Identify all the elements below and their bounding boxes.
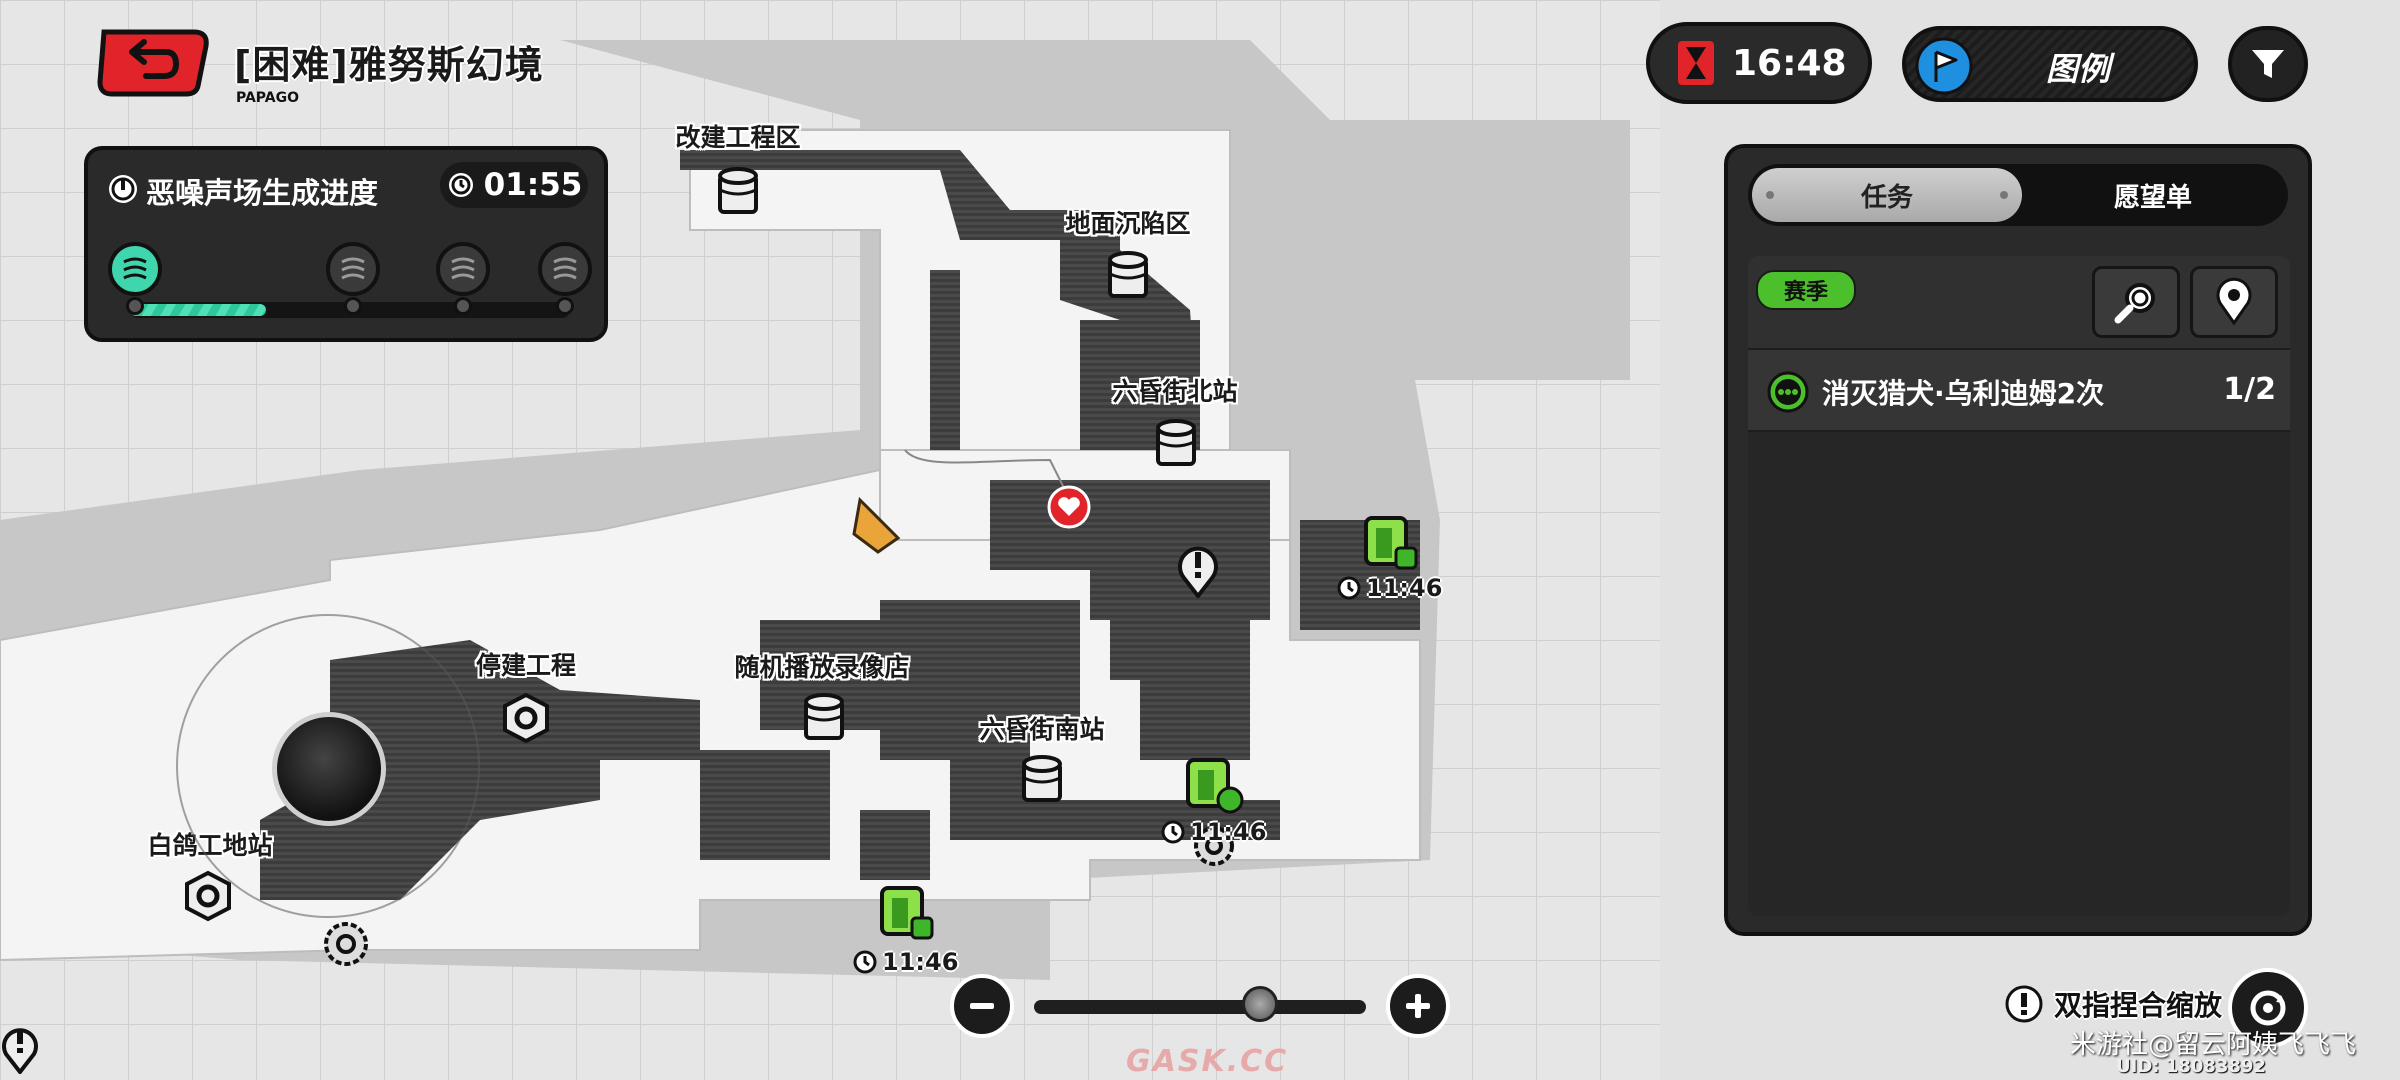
search-button[interactable] (2092, 266, 2180, 338)
filter-button[interactable] (2228, 26, 2308, 102)
progress-timer: 01:55 (440, 162, 588, 208)
progress-fill (130, 304, 267, 316)
hex-gear-marker-icon[interactable] (182, 870, 234, 922)
alert-marker-icon[interactable] (0, 1022, 40, 1074)
map-label-suiji: 随机播放录像店 (734, 653, 910, 682)
map-label-liufen-south: 六昏街南站 (979, 715, 1105, 744)
tab-dot (1766, 191, 1774, 199)
supply-timer: 11:46 (1160, 818, 1266, 846)
uid-label: UID: 18083892 (2116, 1056, 2266, 1077)
zoom-slider-track[interactable] (1034, 1000, 1366, 1014)
noise-field-progress-panel: 恶噪声场生成进度 01:55 (84, 146, 608, 342)
location-pin-icon (2216, 277, 2252, 326)
stage-subtitle: PAPAGO (236, 90, 300, 106)
progress-checkpoint (556, 297, 574, 315)
map-label-liufen-north: 六昏街北站 (1112, 377, 1238, 406)
alert-marker-icon[interactable] (1174, 542, 1222, 598)
plus-icon (1406, 994, 1430, 1018)
storage-marker-icon[interactable] (716, 166, 760, 222)
progress-title: 恶噪声场生成进度 (146, 176, 379, 210)
recenter-icon (2250, 990, 2286, 1026)
task-list-area: 赛季 消灭猎犬·乌利迪姆2次 1/ (1748, 256, 2290, 916)
recenter-button[interactable] (2228, 968, 2308, 1048)
hourglass-icon (1678, 41, 1714, 85)
legend-button[interactable]: 图例 (1902, 26, 2198, 102)
locate-button[interactable] (2190, 266, 2278, 338)
storage-marker-icon[interactable] (1106, 250, 1150, 306)
hex-gear-marker-icon[interactable] (500, 692, 552, 744)
minus-icon (970, 1003, 994, 1009)
joystick-knob[interactable] (272, 712, 386, 826)
clock-icon (1161, 820, 1185, 844)
supply-timer: 11:46 (852, 948, 958, 976)
task-row[interactable]: 消灭猎犬·乌利迪姆2次 1/2 (1748, 348, 2290, 432)
task-list-header: 赛季 (1748, 256, 2290, 348)
supply-timer-text: 11:46 (1190, 818, 1267, 846)
progress-checkpoint (126, 297, 144, 315)
tab-dot (2000, 191, 2008, 199)
tab-tasks-label: 任务 (1860, 182, 1913, 213)
search-icon (2114, 283, 2155, 324)
legend-label: 图例 (2046, 50, 2111, 88)
zoom-in-button[interactable] (1386, 974, 1450, 1038)
map-label-dimian: 地面沉陷区 (1065, 209, 1191, 238)
map-label-gaijian: 改建工程区 (675, 123, 801, 152)
stage-title: [困难]雅努斯幻境 (234, 43, 544, 87)
task-ongoing-icon (1767, 371, 1809, 413)
countdown-timer-text: 16:48 (1732, 42, 1847, 84)
storage-marker-icon[interactable] (802, 692, 846, 748)
supply-door-marker-icon[interactable] (878, 884, 936, 942)
clock-icon (1337, 576, 1361, 600)
zoom-out-button[interactable] (950, 974, 1014, 1038)
storage-marker-icon[interactable] (1020, 754, 1064, 810)
stage-node-locked-icon (326, 242, 380, 296)
progress-timer-text: 01:55 (483, 167, 583, 203)
info-icon (2005, 985, 2043, 1023)
stage-node-locked-icon (538, 242, 592, 296)
quest-side-panel: 任务 愿望单 赛季 (1724, 144, 2312, 936)
stage-node-active-icon (108, 242, 162, 296)
author-watermark: 米游社@留云阿姨飞飞飞 (2070, 1030, 2357, 1060)
tab-wishlist-label: 愿望单 (2113, 182, 2192, 213)
back-button[interactable] (94, 24, 212, 100)
progress-checkpoint (454, 297, 472, 315)
task-name: 消灭猎犬·乌利迪姆2次 (1822, 377, 2105, 410)
panel-tab-bar: 任务 愿望单 (1748, 164, 2288, 226)
storage-marker-icon[interactable] (1154, 418, 1198, 474)
clock-icon (448, 173, 473, 197)
info-icon (109, 175, 137, 203)
supply-door-marker-icon[interactable] (1184, 756, 1246, 818)
player-position-icon (852, 496, 901, 554)
tab-tasks[interactable]: 任务 (1752, 168, 2022, 222)
tab-wishlist[interactable]: 愿望单 (2022, 168, 2284, 222)
pinch-zoom-hint: 双指捏合缩放 (2004, 984, 2222, 1024)
gear-marker-icon[interactable] (1190, 822, 1238, 870)
filter-icon (2252, 50, 2284, 78)
heart-marker-icon[interactable] (1046, 484, 1092, 530)
progress-checkpoint (344, 297, 362, 315)
site-watermark: GASK.CC (1126, 1044, 1289, 1079)
supply-door-marker-icon[interactable] (1362, 514, 1420, 572)
season-badge[interactable]: 赛季 (1756, 270, 1856, 310)
clock-icon (853, 950, 877, 974)
supply-timer: 11:46 (1336, 574, 1442, 602)
gear-marker-icon[interactable] (320, 918, 372, 970)
supply-timer-text: 11:46 (882, 948, 959, 976)
pinch-zoom-hint-text: 双指捏合缩放 (2054, 989, 2223, 1022)
stage-node-locked-icon (436, 242, 490, 296)
countdown-timer: 16:48 (1646, 22, 1872, 104)
legend-flag-icon (1915, 37, 1973, 95)
task-progress-count: 1/2 (2223, 372, 2276, 407)
map-label-tingjian: 停建工程 (475, 651, 577, 680)
supply-timer-text: 11:46 (1366, 574, 1443, 602)
joystick-ring[interactable] (176, 614, 480, 918)
zoom-slider-handle[interactable] (1241, 986, 1278, 1022)
